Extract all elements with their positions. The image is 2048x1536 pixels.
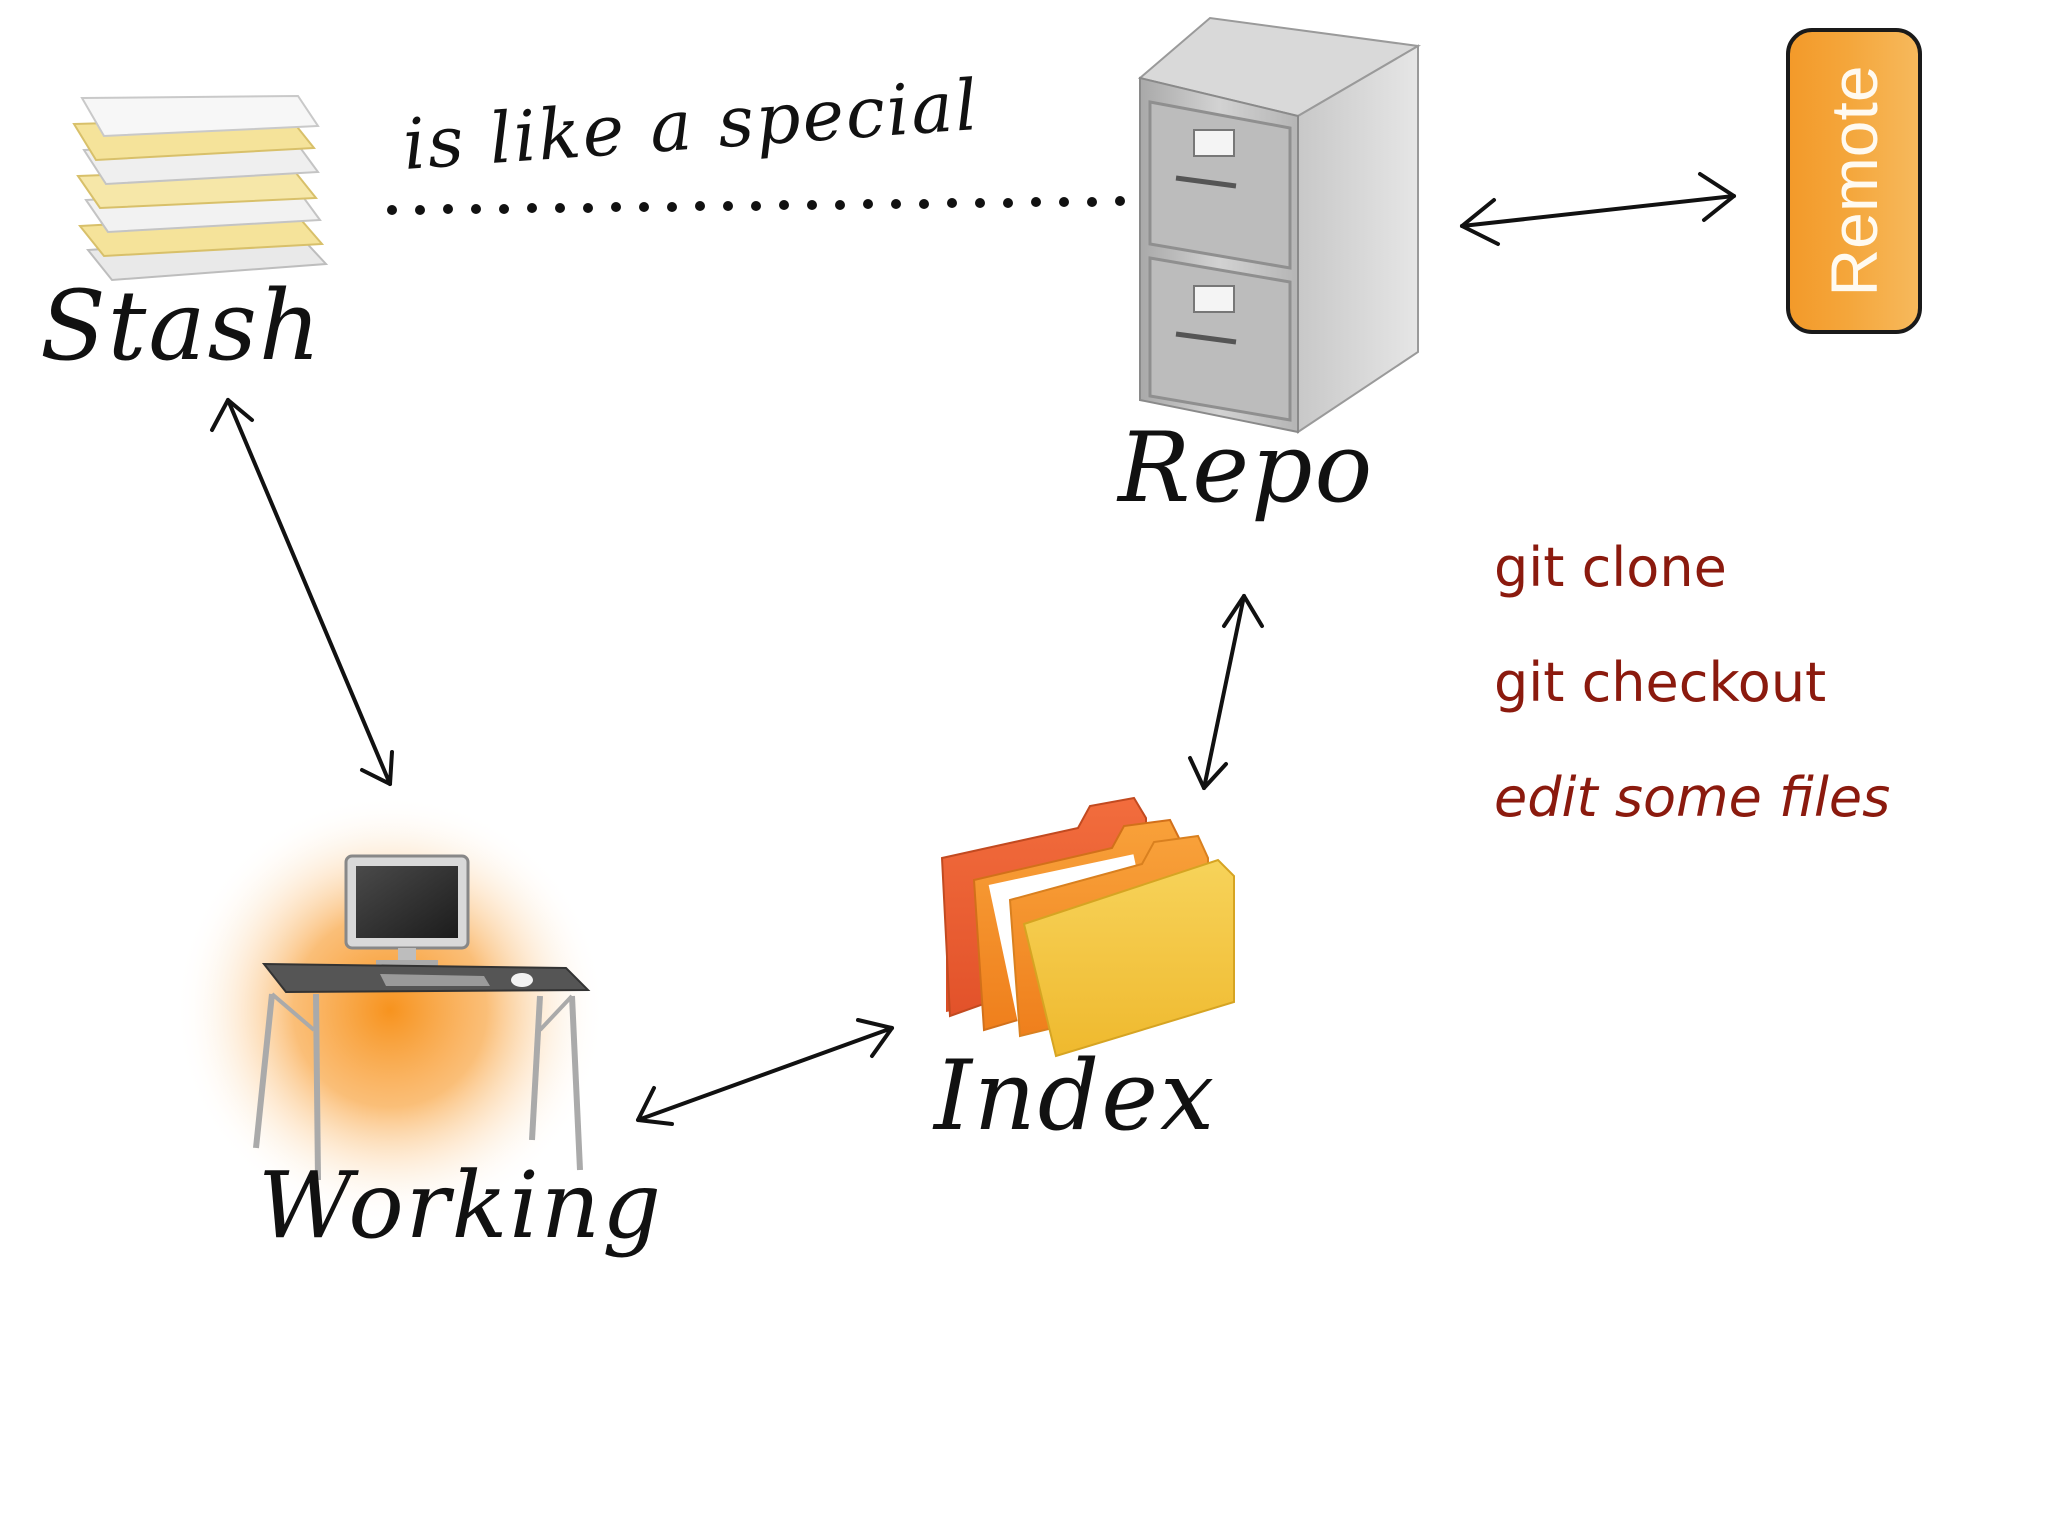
filing-cabinet-icon: [1137, 16, 1422, 434]
command-git-clone: git clone: [1494, 536, 1727, 599]
arrow-repo-remote: [1460, 172, 1736, 246]
dotted-connector: [387, 196, 1125, 215]
command-edit-files: edit some files: [1494, 766, 1891, 829]
command-list: git clone git checkout edit some files: [1494, 510, 1954, 855]
index-label: Index: [934, 1040, 1217, 1152]
remote-box: Remote: [1786, 28, 1922, 334]
file-folders-icon: [940, 796, 1235, 1058]
stash-label: Stash: [40, 270, 323, 382]
computer-desk-icon: [253, 854, 591, 1181]
working-glow: [175, 795, 605, 1225]
working-label: Working: [258, 1152, 663, 1259]
command-git-checkout: git checkout: [1494, 651, 1827, 714]
remote-label: Remote: [1817, 65, 1891, 297]
repo-label: Repo: [1118, 412, 1375, 524]
paper-stack-icon: [72, 94, 329, 282]
arrow-repo-index: [1188, 594, 1264, 790]
arrow-stash-working: [210, 398, 394, 786]
arrow-working-index: [636, 1018, 894, 1126]
